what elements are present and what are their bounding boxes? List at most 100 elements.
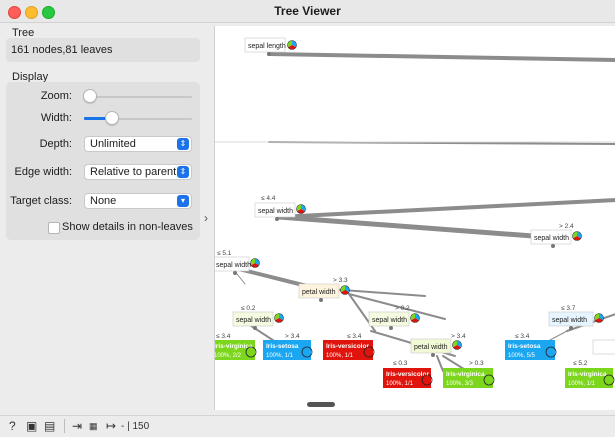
input-icon[interactable]: ⇥ [72,419,83,433]
edge-label: > 0.3 [469,360,484,367]
tree-node [244,37,286,53]
edge-label: > 3.3 [333,277,348,284]
tree-edge [277,198,615,219]
close-window-button[interactable] [8,6,21,19]
target-class-select[interactable]: None ▾ [84,193,192,209]
node-label: sepal width [372,317,407,324]
maximize-window-button[interactable] [42,6,55,19]
width-slider-handle[interactable] [105,111,119,125]
leaf-class-label: Iris-setosa [508,343,541,350]
depth-select[interactable]: Unlimited ⇕ [84,136,192,152]
class-distribution-icon [410,313,420,323]
node-connector [431,353,435,357]
tree-node [368,311,410,327]
edge-width-label: Edge width: [14,166,72,178]
leaf-class-label: Iris-setosa [266,343,299,350]
class-distribution-icon [296,204,306,214]
tree-leaf [565,368,613,388]
tree-node [215,256,250,272]
tree-node [592,339,615,355]
report-icon[interactable]: ▤ [44,419,56,433]
edge-label: > 3.4 [285,333,300,340]
zoom-slider-handle[interactable] [83,89,97,103]
leaf-stat-label: 100%, 1/1 [568,381,596,387]
node-connector [569,326,573,330]
tree-edge [267,52,615,62]
width-slider[interactable] [84,118,192,120]
edge-label: > 3.4 [451,333,466,340]
node-label: sepal width [216,262,251,269]
target-class-label: Target class: [10,195,72,207]
tree-info-box: 161 nodes,81 leaves [6,38,200,62]
edge-width-select[interactable]: Relative to parent ⇕ [84,164,192,180]
tree-node [298,283,340,299]
depth-value: Unlimited [90,138,136,150]
tree-node [232,311,274,327]
tree-leaf [323,340,373,360]
status-divider [64,419,65,433]
edge-width-value: Relative to parent [90,166,177,178]
edge-label: ≤ 3.7 [561,305,576,312]
edge-label: ≤ 3.4 [515,333,530,340]
node-label: sepal width [552,317,587,324]
width-label: Width: [40,112,72,124]
class-distribution-icon [594,313,604,323]
class-distribution-icon [595,318,603,323]
class-distribution-icon [287,40,297,50]
leaf-stat-label: 100%, 5/5 [508,353,536,359]
node-label: sepal width [236,317,271,324]
class-ring-icon [363,346,375,358]
node-connector [319,298,323,302]
save-icon[interactable]: ▣ [26,419,38,433]
display-panel: Zoom: Width: Depth: Unlimited ⇕ Edge wid… [6,82,200,240]
leaf-class-label: Iris-virginica [568,371,607,378]
edge-label: ≤ 3.4 [347,333,362,340]
tree-leaf [263,340,311,360]
show-details-checkbox[interactable] [48,222,60,234]
leaf-stat-label: 100%, 2/2 [215,353,242,359]
tree-edge [436,355,444,372]
leaf-stat-label: 100%, 1/1 [386,381,414,387]
node-label: petal width [414,344,448,351]
title-bar: Tree Viewer [0,0,615,23]
node-connector [275,217,279,221]
tree-leaf [383,368,431,388]
leaf-class-label: Iris-virginica [215,343,253,350]
show-details-label: Show details in non-leaves [62,221,193,233]
class-distribution-icon [250,258,260,268]
class-distribution-icon [274,313,284,323]
target-class-value: None [90,195,117,207]
collapse-panel-arrow-icon[interactable]: › [204,211,208,225]
zoom-slider[interactable] [84,96,192,98]
output-icon[interactable]: ↦ [106,419,117,433]
help-icon[interactable]: ? [9,419,16,433]
leaf-class-label: Iris-versicolor [386,371,429,378]
tree-leaf [443,368,493,388]
node-label: petal width [302,289,336,296]
chevron-updown-icon: ⇕ [177,166,189,178]
data-count: - | 150 [121,421,150,432]
tree-node [530,229,572,245]
scrollbar-thumb [307,402,335,407]
edge-label: ≤ 0.3 [393,360,408,367]
tree-node [254,202,296,218]
node-connector [253,326,257,330]
window-title: Tree Viewer [274,4,341,18]
class-distribution-icon [453,345,461,350]
edge-label: > 0.2 [395,305,410,312]
tree-leaf [505,340,555,360]
class-ring-icon [483,374,495,386]
class-ring-icon [245,346,257,358]
node-label: sepal width [534,235,569,242]
minimize-window-button[interactable] [25,6,38,19]
edge-label: ≤ 5.2 [573,360,588,367]
node-connector [267,52,271,56]
zoom-label: Zoom: [40,90,72,102]
class-distribution-icon [340,285,350,295]
class-ring-icon [603,374,615,386]
class-ring-icon [421,374,433,386]
chevron-down-icon: ▾ [177,195,189,207]
tree-leaf [215,340,255,360]
